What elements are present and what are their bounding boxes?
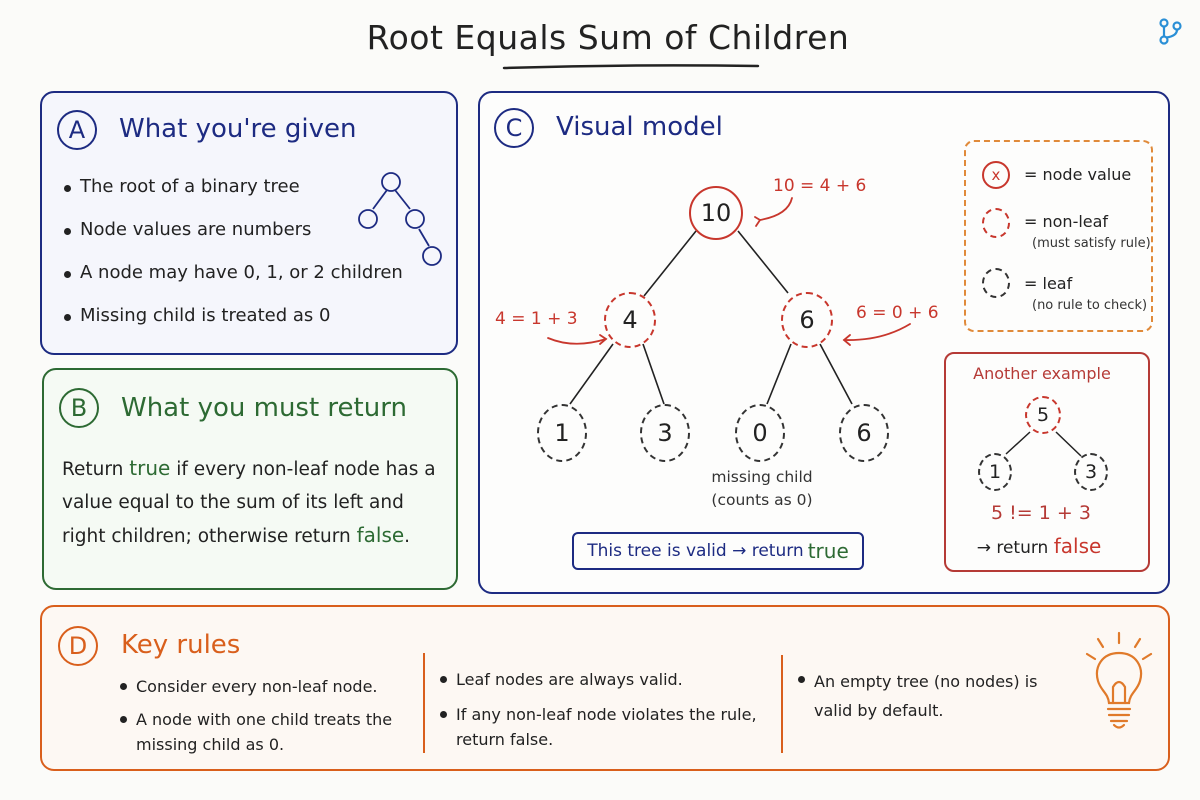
list-item: Node values are numbers [62,219,403,262]
tree-leaf: 6 [839,404,889,462]
left-annotation: 4 = 1 + 3 [495,309,578,329]
panel-key-rules: D Key rules Consider every non-leaf node… [40,605,1170,771]
tree-leaf: 1 [537,404,587,462]
rules-column-1: Consider every non-leaf node. A node wit… [118,674,398,757]
legend-nonleaf-circle [982,208,1010,238]
panel-d-heading: Key rules [121,630,241,660]
missing-child-note: missing child (counts as 0) [692,466,832,512]
badge-a: A [57,110,97,150]
example-return: → return false [946,534,1132,558]
rules-column-2: Leaf nodes are always valid. If any non-… [438,667,758,752]
legend-value-label: = node value [1024,165,1132,184]
tree-leaf: 0 [735,404,785,462]
rule-item: A node with one child treats the missing… [118,707,398,757]
given-list: The root of a binary tree Node values ar… [62,176,403,348]
keyword-true: true [129,456,171,480]
example-right-node: 3 [1074,453,1108,491]
panel-b-heading: What you must return [121,393,407,423]
return-text-3: . [404,526,411,547]
example-root-node: 5 [1025,396,1061,434]
example-title: Another example [973,364,1111,383]
lightbulb-icon [1085,631,1153,729]
example-return-keyword: false [1053,534,1102,558]
example-equation: 5 != 1 + 3 [991,502,1091,524]
badge-b: B [59,388,99,428]
legend-box: x = node value = non-leaf (must satisfy … [964,140,1153,332]
list-item: Missing child is treated as 0 [62,305,403,348]
branch-icon [1159,18,1182,45]
legend-leaf-circle [982,268,1010,298]
arrow-right-annotation [843,323,911,341]
example-return-text: → return [976,538,1054,558]
result-box: This tree is valid → return true [572,532,864,570]
arrow-root-annotation [759,197,793,221]
return-text-2: if every non-leaf node has a value equal… [62,459,436,547]
arrow-left-annotation [547,337,607,345]
tree-leaf: 3 [640,404,690,462]
tree-node-root: 10 [689,186,743,240]
legend-nonleaf-label: = non-leaf [1024,212,1109,231]
panel-c-heading: Visual model [556,112,723,142]
missing-note-line-1: missing child [711,468,813,486]
legend-leaf-sub: (no rule to check) [1032,298,1148,313]
rules-divider-2 [781,655,783,753]
another-example-box: Another example 5 1 3 5 != 1 + 3 → retur… [944,352,1150,572]
missing-note-line-2: (counts as 0) [711,491,813,509]
panel-what-youre-given: A What you're given The root of a binary… [40,91,458,355]
panel-a-heading: What you're given [119,114,357,144]
result-keyword: true [807,539,849,563]
tree-node-right: 6 [781,292,833,348]
tree-edges [547,197,911,405]
return-description: Return true if every non-leaf node has a… [62,452,437,553]
page-title: Root Equals Sum of Children [366,18,850,57]
binary-tree-icon [358,172,442,266]
return-text-1: Return [62,459,130,480]
rule-item: An empty tree (no nodes) is valid by def… [796,667,1076,725]
rule-item: Consider every non-leaf node. [118,674,398,699]
rule-item: If any non-leaf node violates the rule, … [438,702,758,752]
rule-item: Leaf nodes are always valid. [438,667,758,692]
legend-symbol-value: x [982,161,1010,189]
panel-what-you-must-return: B What you must return Return true if ev… [42,368,458,590]
right-annotation: 6 = 0 + 6 [856,303,939,323]
rules-divider-1 [423,653,425,753]
list-item: A node may have 0, 1, or 2 children [62,262,403,305]
root-annotation: 10 = 4 + 6 [773,176,867,196]
rules-column-3: An empty tree (no nodes) is valid by def… [796,667,1076,725]
list-item: The root of a binary tree [62,176,403,219]
example-left-node: 1 [978,453,1012,491]
legend-leaf-label: = leaf [1024,274,1073,293]
keyword-false: false [356,523,405,547]
tree-node-left: 4 [604,292,656,348]
badge-c: C [494,108,534,148]
example-edges [1005,431,1082,457]
legend-nonleaf-sub: (must satisfy rule) [1032,236,1151,251]
result-text: This tree is valid → return [587,541,804,561]
badge-d: D [58,626,98,666]
title-underline [502,64,760,70]
